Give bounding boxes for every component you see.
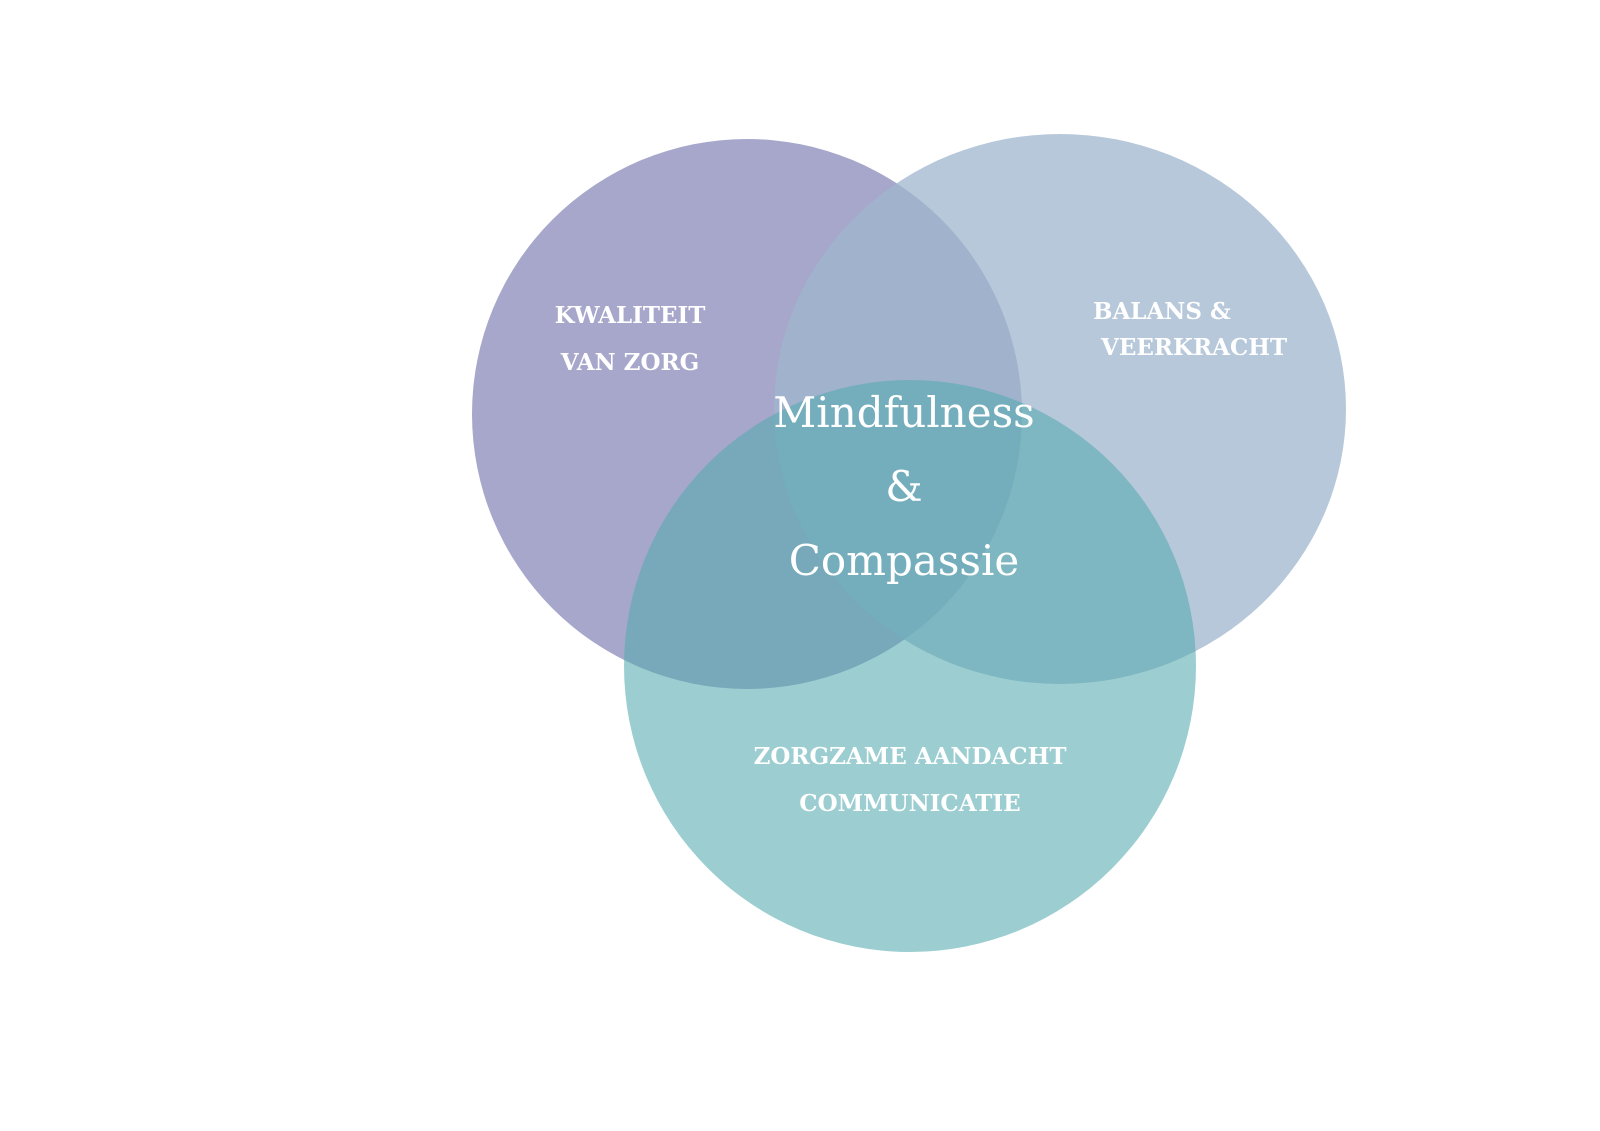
label-kwaliteit-line1: KWALITEIT [555, 302, 706, 329]
center-label-mindfulness: Mindfulness [773, 388, 1034, 437]
center-label-ampersand: & [885, 462, 922, 511]
label-balans-line1: BALANS & [1093, 298, 1231, 325]
circle-labels: KWALITEIT VAN ZORG BALANS & VEERKRACHT Z… [555, 298, 1288, 817]
label-kwaliteit-line2: VAN ZORG [560, 349, 700, 376]
circle-zorgzame-aandacht [624, 380, 1196, 952]
label-zorgzame-line1: ZORGZAME AANDACHT [754, 743, 1067, 770]
center-label-compassie: Compassie [789, 536, 1020, 585]
venn-circles [472, 134, 1346, 952]
label-zorgzame-line2: COMMUNICATIE [799, 790, 1020, 817]
label-balans-line2: VEERKRACHT [1100, 334, 1287, 361]
center-label: Mindfulness & Compassie [773, 388, 1034, 585]
